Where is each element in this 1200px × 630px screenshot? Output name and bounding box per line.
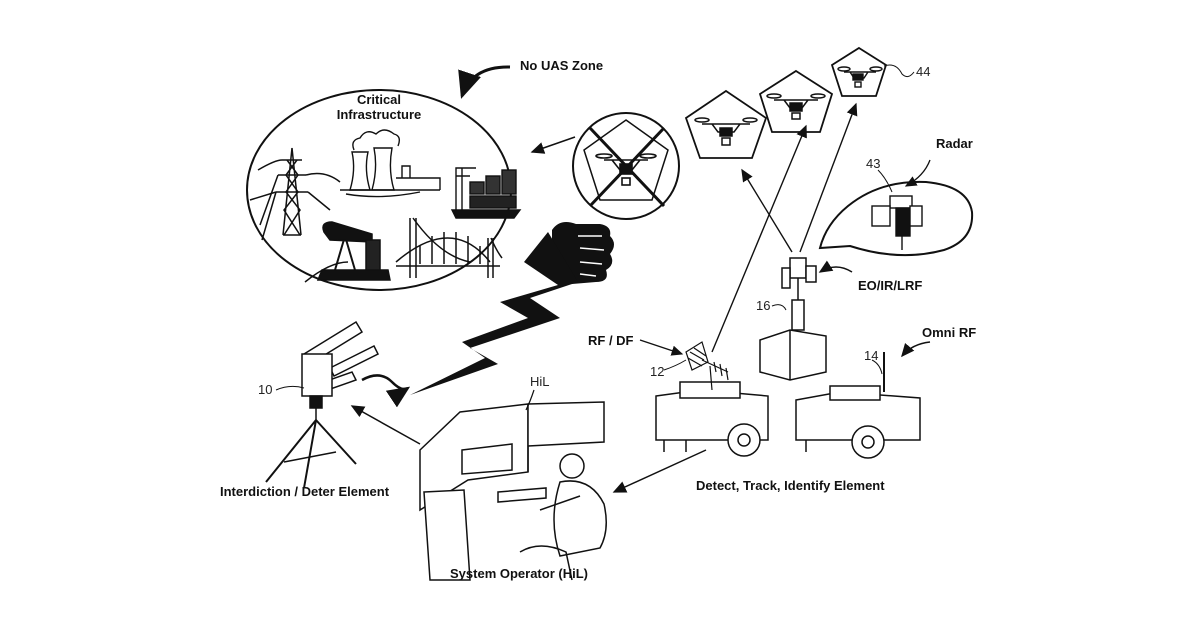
critical-infrastructure-label-line1: Critical [334, 92, 424, 107]
critical-infrastructure-label-line2: Infrastructure [334, 107, 424, 122]
leader-line [772, 305, 786, 310]
drone-icon [686, 91, 766, 158]
leader-line [884, 65, 914, 77]
interdiction-device-icon [266, 322, 378, 488]
container-ship-icon [452, 168, 520, 218]
detection-arrow [742, 170, 792, 252]
no-uas-zone-arrow [462, 67, 510, 96]
reference-numeral-44: 44 [916, 64, 930, 79]
leader-line [664, 360, 686, 370]
rf-df-arrow [640, 340, 682, 354]
interdiction-output-arrow [362, 375, 408, 389]
reference-numeral-43: 43 [866, 156, 880, 171]
power-plant-icon [340, 130, 440, 197]
drone-icon [760, 71, 832, 132]
reference-numeral-14: 14 [864, 348, 878, 363]
leader-line [276, 386, 304, 390]
detect-track-identify-label: Detect, Track, Identify Element [696, 478, 885, 493]
omni-rf-label: Omni RF [922, 325, 976, 340]
lightning-bolt-icon [410, 232, 578, 395]
no-uas-zone-label: No UAS Zone [520, 58, 603, 73]
eo-ir-lrf-leader [820, 267, 852, 272]
omni-rf-leader [902, 342, 930, 356]
rf-df-label: RF / DF [588, 333, 634, 348]
reference-numeral-10: 10 [258, 382, 272, 397]
defeated-drone-icon [573, 113, 679, 219]
drone-icon [832, 48, 886, 96]
radar-label: Radar [936, 136, 973, 151]
operator-person-icon [520, 454, 606, 580]
operator-to-interdiction-arrow [352, 406, 420, 444]
oil-pump-icon [305, 222, 390, 282]
system-operator-label: System Operator (HiL) [450, 566, 588, 581]
detection-to-operator-arrow [614, 450, 706, 492]
eo-ir-lrf-label: EO/IR/LRF [858, 278, 922, 293]
reference-numeral-16: 16 [756, 298, 770, 313]
hil-label: HiL [530, 374, 550, 389]
interdiction-element-label: Interdiction / Deter Element [220, 484, 389, 499]
reference-numeral-12: 12 [650, 364, 664, 379]
threat-to-infrastructure-arrow [532, 137, 575, 152]
